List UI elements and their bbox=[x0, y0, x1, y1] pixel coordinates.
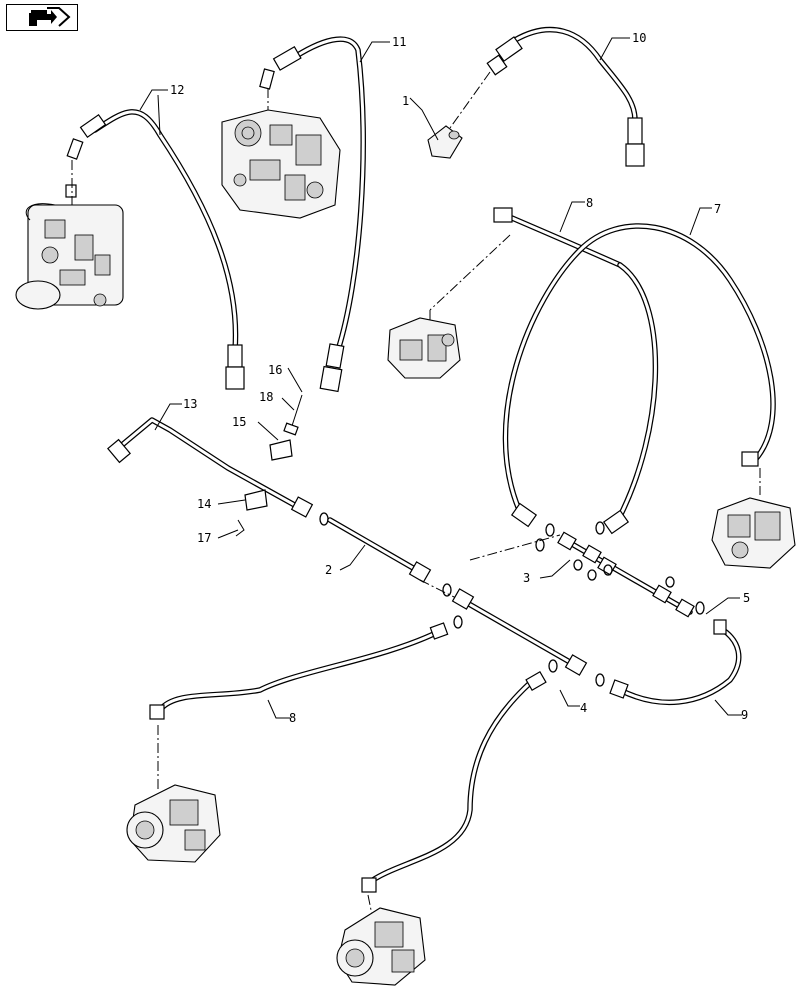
callout-15: 15 bbox=[232, 415, 246, 429]
next-page-arrow-icon bbox=[29, 7, 71, 27]
tube-2 bbox=[327, 517, 461, 601]
drive-motor-upper bbox=[387, 317, 461, 379]
callout-1: 1 bbox=[402, 94, 409, 108]
callout-2: 2 bbox=[325, 563, 332, 577]
callout-leaders bbox=[139, 37, 742, 719]
hose-12 bbox=[66, 94, 245, 390]
callouts: 1 2 3 4 5 7 8 8 9 10 11 12 13 14 15 16 1… bbox=[170, 31, 750, 725]
callout-4: 4 bbox=[580, 701, 587, 715]
hose-4-lower bbox=[361, 659, 558, 916]
control-valve-left bbox=[15, 160, 124, 310]
clamp-parts bbox=[235, 394, 303, 537]
callout-3: 3 bbox=[523, 571, 530, 585]
hose-11 bbox=[259, 36, 366, 393]
callout-9: 9 bbox=[741, 708, 748, 722]
manifold-3 bbox=[545, 521, 705, 618]
main-valve-block bbox=[221, 109, 341, 219]
drive-motor-right bbox=[711, 497, 796, 569]
callout-16: 16 bbox=[268, 363, 282, 377]
next-page-button[interactable] bbox=[6, 4, 78, 31]
callout-8b: 8 bbox=[289, 711, 296, 725]
hose-10 bbox=[449, 26, 645, 167]
hose-8-lower bbox=[149, 615, 463, 790]
callout-12: 12 bbox=[170, 83, 184, 97]
drive-motor-lower-left bbox=[126, 784, 221, 863]
hose-8-loop bbox=[602, 262, 659, 535]
callout-11: 11 bbox=[392, 35, 406, 49]
callout-17: 17 bbox=[197, 531, 211, 545]
callout-18: 18 bbox=[259, 390, 273, 404]
hose-9 bbox=[595, 619, 742, 706]
callout-10: 10 bbox=[632, 31, 646, 45]
drive-motor-bottom bbox=[336, 907, 426, 986]
callout-7: 7 bbox=[714, 202, 721, 216]
fitting-1 bbox=[427, 125, 463, 159]
callout-5: 5 bbox=[743, 591, 750, 605]
hose-8-upper bbox=[429, 207, 623, 330]
callout-13: 13 bbox=[183, 397, 197, 411]
hose-7 bbox=[502, 223, 776, 528]
callout-14: 14 bbox=[197, 497, 211, 511]
tube-center bbox=[451, 534, 588, 676]
tube-13 bbox=[107, 417, 329, 526]
callout-8a: 8 bbox=[586, 196, 593, 210]
